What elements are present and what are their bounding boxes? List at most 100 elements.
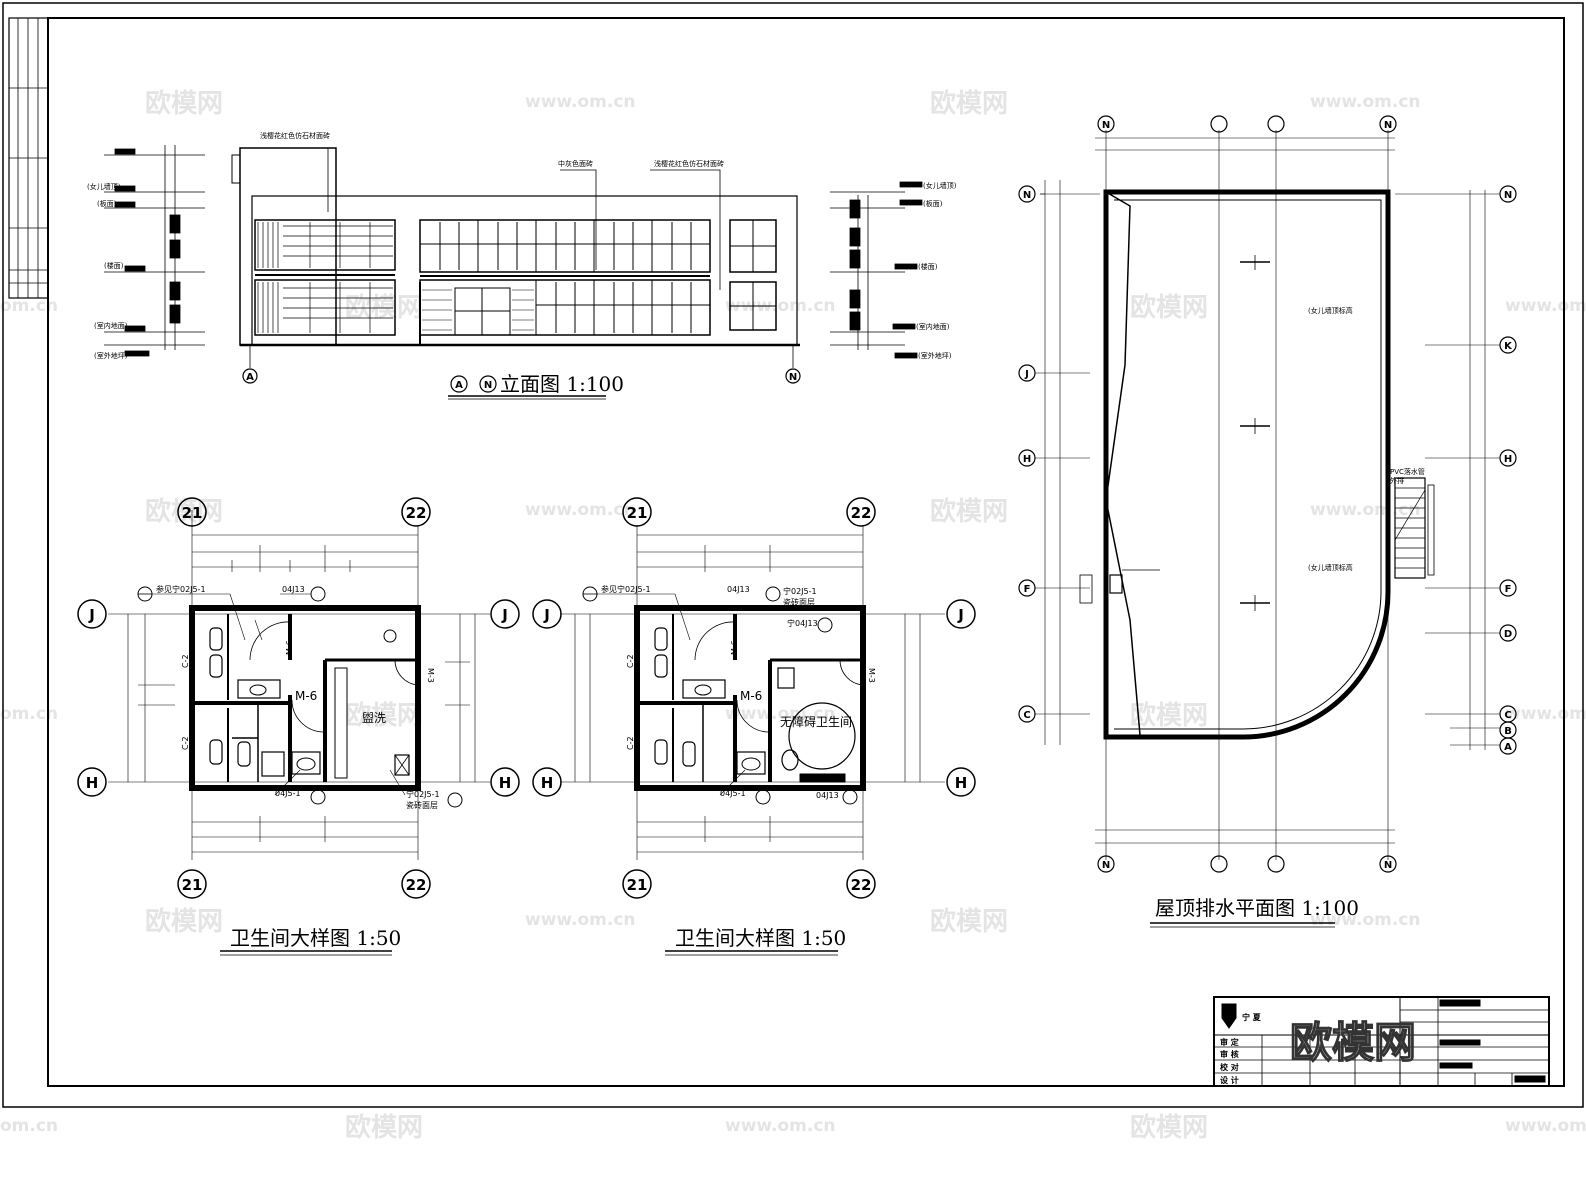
grid-axis-j: J bbox=[1024, 369, 1029, 380]
watermark-url: www.om.cn bbox=[1505, 296, 1586, 316]
grid-axis-c: C bbox=[1023, 710, 1030, 721]
watermark-url: www.om.cn bbox=[725, 704, 836, 724]
grid-axis-h: H bbox=[541, 774, 554, 792]
grid-axis-d: D bbox=[1504, 629, 1512, 640]
watermark-brand: 欧模网 bbox=[930, 88, 1008, 119]
ref-note: 04J13 bbox=[816, 791, 839, 800]
grid-axis-c: C bbox=[1504, 710, 1511, 721]
room-label: 盥洗 bbox=[362, 711, 386, 725]
role-label: 设 计 bbox=[1220, 1075, 1239, 1085]
material-note: 浅樱花红色仿石材面砖 bbox=[654, 159, 724, 168]
watermark-brand: 欧模网 bbox=[345, 1112, 423, 1143]
elevation-title-block: A N 立面图 1:100 bbox=[448, 372, 624, 400]
watermark-url: www.om.cn bbox=[1505, 704, 1586, 724]
grid-axis-22: 22 bbox=[851, 876, 872, 894]
toilet-2-title: 卫生间大样图 1:50 bbox=[675, 926, 846, 950]
grid-axis-22: 22 bbox=[406, 504, 427, 522]
grid-axis-21: 21 bbox=[182, 504, 203, 522]
watermark-brand: 欧模网 bbox=[145, 88, 223, 119]
watermark-url: www.om.cn bbox=[1310, 92, 1421, 112]
elevation-right-levels bbox=[830, 181, 923, 359]
material-note: 中灰色面砖 bbox=[558, 159, 593, 168]
level-label: (板面) bbox=[97, 199, 117, 208]
grid-axis-b: B bbox=[1504, 726, 1512, 737]
watermark-layer: 欧模网 www.om.cn 欧模网 www.om.cn 欧模网 www.om.c… bbox=[0, 88, 1586, 1143]
elevation-left-levels bbox=[104, 145, 205, 357]
watermark-brand: 欧模网 bbox=[145, 906, 223, 937]
role-label: 校 对 bbox=[1220, 1062, 1239, 1072]
roof-plan-title: 屋顶排水平面图 1:100 bbox=[1155, 896, 1359, 920]
title-axis-a: A bbox=[455, 380, 463, 391]
elevation-axis-a: A bbox=[246, 372, 254, 383]
grid-axis-j: J bbox=[543, 606, 550, 624]
level-label: (女儿墙顶) bbox=[923, 181, 957, 190]
grid-axis-21: 21 bbox=[627, 504, 648, 522]
grid-axis-21: 21 bbox=[182, 876, 203, 894]
watermark-url: www.om.cn bbox=[725, 1116, 836, 1136]
elevation-title: 立面图 1:100 bbox=[500, 372, 624, 396]
ref-note: 04J5-1 bbox=[275, 789, 301, 798]
watermark-url: om.cn bbox=[0, 296, 58, 316]
grid-axis-n: N bbox=[1102, 120, 1110, 131]
level-label: (室内地面) bbox=[916, 322, 950, 331]
elevation-grid-labels: A N bbox=[246, 372, 797, 383]
grid-axis-n: N bbox=[1384, 120, 1392, 131]
grid-axis-n: N bbox=[1023, 190, 1031, 201]
sheet-frame bbox=[2, 2, 1584, 1108]
roof-plan bbox=[1018, 115, 1517, 873]
window-tag: C-2 bbox=[626, 736, 635, 750]
watermark-brand: 欧模网 bbox=[345, 700, 423, 731]
finish-note: 瓷砖面层 bbox=[783, 597, 815, 607]
level-label: (楼面) bbox=[104, 261, 124, 270]
role-label: 审 定 bbox=[1220, 1037, 1239, 1047]
level-label: (室内地面) bbox=[94, 321, 128, 330]
toilet-detail-2-text: 21 22 21 22 J H J H 参见宁02J5-1 04J13 宁02J… bbox=[541, 504, 967, 956]
door-tag: M-6 bbox=[730, 640, 739, 655]
ref-note: 04J13 bbox=[282, 585, 305, 594]
watermark-brand: 欧模网 bbox=[1130, 292, 1208, 323]
watermark-url: www.om.cn bbox=[1505, 1116, 1586, 1136]
door-tag: M-6 bbox=[285, 640, 294, 655]
elevation-left-level-labels: (女儿墙顶) (板面) (楼面) (室内地面) (室外地坪) bbox=[87, 182, 128, 360]
grid-axis-h: H bbox=[86, 774, 99, 792]
window-tag: C-2 bbox=[626, 654, 635, 668]
window-tag: C-2 bbox=[181, 736, 190, 750]
grid-axis-j: J bbox=[88, 606, 95, 624]
watermark-brand: 欧模网 bbox=[1130, 1112, 1208, 1143]
watermark-brand: 欧模网 bbox=[930, 906, 1008, 937]
level-label: (室外地坪) bbox=[918, 351, 952, 360]
ref-note: 宁02J5-1 bbox=[783, 586, 817, 596]
watermark-url: www.om.cn bbox=[1310, 500, 1421, 520]
watermark-url: om.cn bbox=[0, 1116, 58, 1136]
toilet-detail-2 bbox=[532, 497, 976, 899]
level-label: (女儿墙顶) bbox=[87, 182, 121, 191]
grid-axis-22: 22 bbox=[406, 876, 427, 894]
door-tag: M-6 bbox=[295, 689, 317, 703]
watermark-url: www.om.cn bbox=[1310, 910, 1421, 930]
door-tag: M-6 bbox=[740, 689, 762, 703]
grid-axis-h: H bbox=[1023, 454, 1031, 465]
grid-axis-f: F bbox=[1024, 584, 1031, 595]
ref-note: 参见宁02J5-1 bbox=[601, 584, 651, 594]
grid-axis-22: 22 bbox=[851, 504, 872, 522]
watermark-url: www.om.cn bbox=[525, 92, 636, 112]
watermark-url: www.om.cn bbox=[525, 500, 636, 520]
role-label: 审 核 bbox=[1220, 1049, 1239, 1059]
grid-axis-n: N bbox=[1384, 860, 1392, 871]
roof-note: (女儿墙顶标高 bbox=[1308, 306, 1353, 315]
ref-note: 04J13 bbox=[727, 585, 750, 594]
grid-axis-j: J bbox=[957, 606, 964, 624]
toilet-detail-1-text: 21 22 21 22 J H J H 参见宁02J5-1 04J13 M-6 … bbox=[86, 504, 511, 956]
company-name: 宁 夏 bbox=[1242, 1012, 1262, 1022]
level-label: (楼面) bbox=[918, 262, 938, 271]
grid-axis-k: K bbox=[1504, 341, 1513, 352]
ref-note: 参见宁02J5-1 bbox=[156, 584, 206, 594]
level-label: (板面) bbox=[923, 199, 943, 208]
elevation-drawing bbox=[231, 147, 801, 384]
door-tag: M-3 bbox=[426, 668, 435, 683]
level-label: (室外地坪) bbox=[94, 351, 128, 360]
title-axis-n: N bbox=[484, 380, 492, 391]
grid-axis-f: F bbox=[1505, 584, 1512, 595]
door-tag: M-3 bbox=[867, 668, 876, 683]
grid-axis-h: H bbox=[1504, 454, 1512, 465]
